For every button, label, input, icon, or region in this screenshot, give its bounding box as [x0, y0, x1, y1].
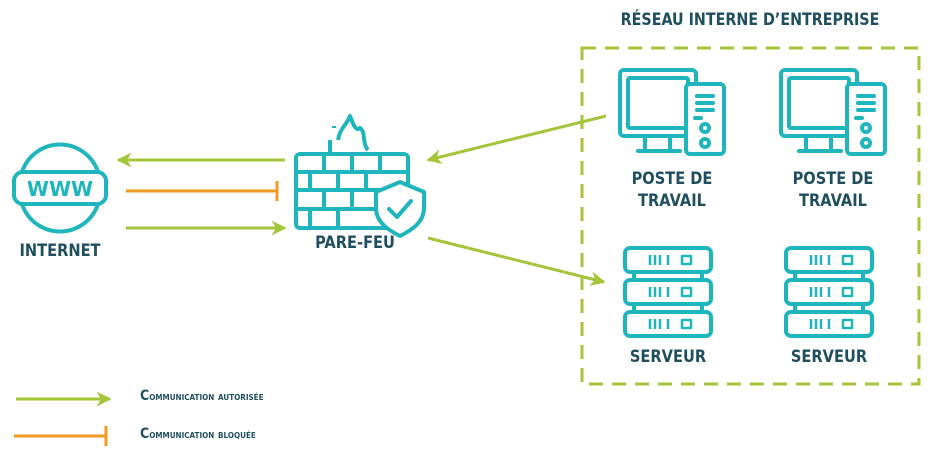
internal-network-title: RÉSEAU INTERNE D’ENTREPRISE: [620, 10, 880, 30]
firewall-label: PARE-FEU: [315, 233, 395, 253]
server-rack-icon: [784, 246, 874, 338]
firewall-brick-wall-icon: [294, 114, 410, 230]
legend-blocked-rest: ommunication bloquée: [149, 427, 256, 441]
workstation-label-line2: TRAVAIL: [638, 191, 706, 211]
legend-blocked-initial: C: [140, 426, 150, 442]
server-label: SERVEUR: [790, 347, 868, 367]
desktop-computer-icon: [618, 68, 726, 156]
internet-label: INTERNET: [19, 241, 101, 261]
arrow-firewall-to-server: [427, 236, 606, 287]
workstation-label-line1: POSTE DE: [631, 169, 713, 189]
workstation-label-line1: POSTE DE: [792, 169, 874, 189]
arrow-workstation-to-firewall: [426, 114, 607, 165]
workstation-label-line2: TRAVAIL: [799, 191, 867, 211]
workstation-label: POSTE DE TRAVAIL: [620, 168, 723, 212]
server-rack-icon: [623, 246, 713, 338]
legend-allowed-initial: C: [140, 388, 150, 404]
www-text: WWW: [27, 177, 93, 201]
desktop-computer-icon: [779, 68, 887, 156]
www-globe-icon: WWW: [12, 142, 108, 234]
shield-check-icon: [374, 180, 426, 238]
legend-blocked-label: Communication bloquée: [140, 426, 256, 442]
legend-allowed-label: Communication autorisée: [140, 388, 264, 404]
internal-network-boundary: [580, 46, 921, 386]
workstation-label: POSTE DE TRAVAIL: [781, 168, 884, 212]
server-label: SERVEUR: [629, 347, 707, 367]
legend-allowed-rest: ommunication autorisée: [149, 389, 264, 403]
